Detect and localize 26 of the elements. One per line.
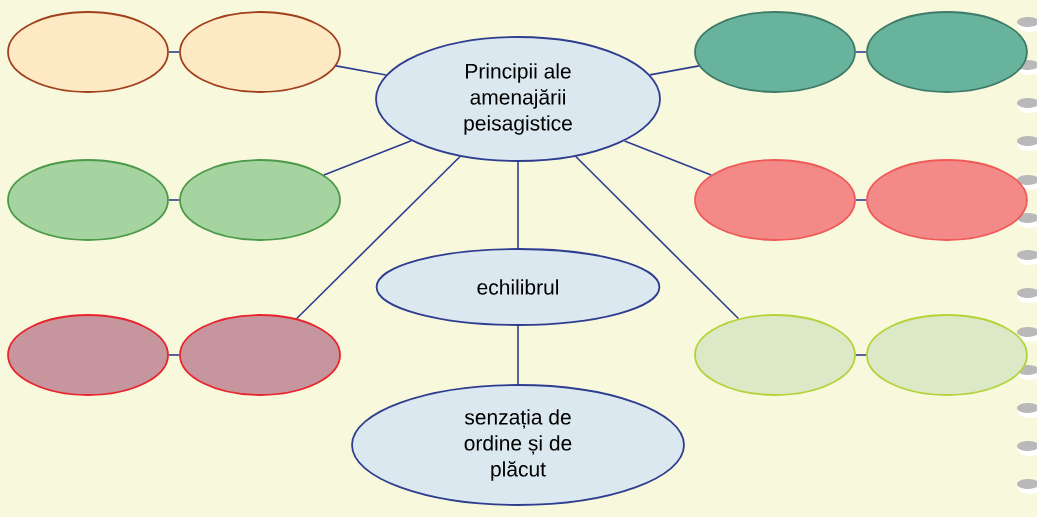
connector-line <box>855 199 867 201</box>
empty-ellipse <box>866 314 1028 396</box>
empty-ellipse <box>694 159 856 241</box>
empty-ellipse <box>7 159 169 241</box>
connector-line <box>623 140 712 176</box>
connector-line <box>168 51 180 53</box>
empty-ellipse <box>866 11 1028 93</box>
connector-line <box>295 155 461 320</box>
connector-line <box>517 161 519 249</box>
connector-line <box>168 354 180 356</box>
connector-line <box>574 155 740 320</box>
empty-ellipse <box>7 314 169 396</box>
connector-line <box>335 65 387 76</box>
connector-line <box>323 140 413 176</box>
empty-ellipse <box>179 314 341 396</box>
connector-line <box>855 51 867 53</box>
empty-ellipse <box>866 159 1028 241</box>
connector-line <box>168 199 180 201</box>
connector-line <box>517 325 519 385</box>
empty-ellipse <box>694 11 856 93</box>
connector-line <box>649 65 700 76</box>
empty-ellipse <box>179 159 341 241</box>
connector-line <box>855 354 867 356</box>
empty-ellipse <box>7 11 169 93</box>
empty-ellipse <box>694 314 856 396</box>
empty-ellipse <box>179 11 341 93</box>
